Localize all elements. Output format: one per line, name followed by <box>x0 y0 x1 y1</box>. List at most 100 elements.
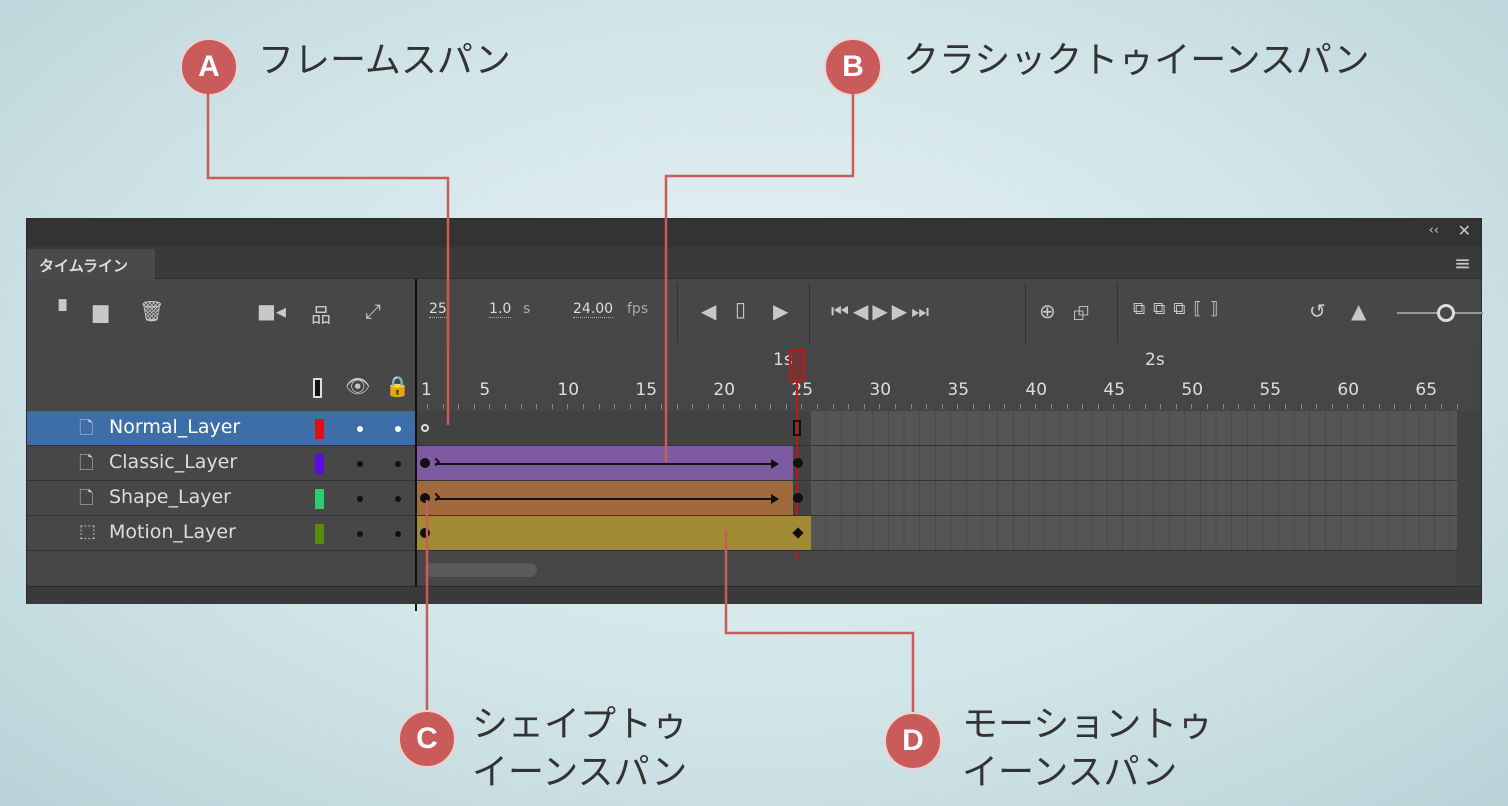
lock-dot[interactable] <box>395 496 401 502</box>
ruler-tick <box>926 404 928 409</box>
keyframe[interactable] <box>793 458 804 468</box>
ruler-tick <box>676 404 678 409</box>
lock-dot[interactable] <box>395 461 401 467</box>
frame-row[interactable] <box>417 446 1457 481</box>
empty-frames <box>811 516 1457 550</box>
eye-icon[interactable]: 👁 <box>345 374 371 398</box>
horizontal-scrollbar[interactable] <box>417 551 1457 586</box>
ruler-tick <box>1207 404 1208 409</box>
layer-row[interactable]: ⬚ Motion_Layer <box>27 516 415 551</box>
playhead-handle[interactable] <box>789 349 805 381</box>
lock-dot[interactable] <box>395 426 401 432</box>
layer-name[interactable]: Classic_Layer <box>109 451 238 473</box>
fps-field[interactable]: 24.00 <box>573 301 614 318</box>
layer-header: 👁 🔒 <box>27 346 415 411</box>
tab-timeline[interactable]: タイムライン <box>27 249 155 279</box>
outline-icon[interactable] <box>313 378 322 398</box>
layer-color-swatch[interactable] <box>315 524 324 544</box>
ruler-tick <box>1144 404 1146 409</box>
layer-name[interactable]: Normal_Layer <box>109 416 241 438</box>
keyframe[interactable] <box>420 493 430 503</box>
prev-keyframe-icon[interactable]: ◀ <box>701 299 717 323</box>
close-icon[interactable]: ✕ <box>1457 221 1471 240</box>
new-folder-icon[interactable]: ▆ <box>93 299 109 323</box>
tween-arrow <box>435 463 778 465</box>
callout-c-label-2: イーンスパン <box>472 752 688 793</box>
ruler-tick <box>598 404 600 409</box>
elapsed-time-field[interactable]: 1.0 <box>489 301 512 318</box>
layer-row[interactable]: 🗋 Normal_Layer <box>27 411 415 446</box>
layer-scroll-area <box>27 551 415 586</box>
layer-color-swatch[interactable] <box>315 454 324 474</box>
camera-icon[interactable]: ■◂ <box>257 299 286 323</box>
keyframe-icon[interactable]: ▯ <box>735 297 747 321</box>
visibility-dot[interactable] <box>357 496 363 502</box>
trash-icon[interactable]: 🗑 <box>139 299 165 323</box>
center-frame-icon[interactable]: ⊕ <box>1039 299 1056 323</box>
current-frame-field[interactable]: 25 <box>429 301 447 318</box>
ruler-tick <box>473 404 475 409</box>
ruler-tick <box>567 404 569 409</box>
parent-view-icon[interactable]: 品 <box>311 303 331 327</box>
zoom-out-icon[interactable]: ▲ <box>1351 299 1367 323</box>
ruler-tick <box>863 404 865 409</box>
frame-row[interactable] <box>417 411 1457 446</box>
visibility-dot[interactable] <box>357 461 363 467</box>
collapse-icon[interactable]: ‹‹ <box>1428 223 1439 238</box>
scrollbar-thumb[interactable] <box>425 563 537 577</box>
zoom-slider-handle[interactable] <box>1437 304 1455 322</box>
ruler-tick <box>629 404 631 409</box>
next-keyframe-icon[interactable]: ▶ <box>773 299 789 323</box>
ruler-tick <box>770 404 772 409</box>
visibility-dot[interactable] <box>357 531 363 537</box>
ruler-tick <box>1363 404 1364 409</box>
ruler-tick <box>458 404 460 409</box>
layer-icon: 🗋 <box>79 488 94 509</box>
keyframe[interactable] <box>420 458 430 468</box>
frame-number: 10 <box>557 380 580 400</box>
callout-c-badge: C <box>398 710 456 768</box>
frame-row[interactable] <box>417 516 1457 551</box>
keyframe[interactable] <box>793 493 804 503</box>
timeline-toolbar: ▝ ▆ 🗑 ■◂ 品 ⤢ 25 1.0 s 24.00 fps ◀ ▯ ▶ ⏮◀… <box>27 279 1483 611</box>
ruler-tick <box>1347 404 1349 409</box>
undo-icon[interactable]: ↺ <box>1309 299 1326 323</box>
layer-name[interactable]: Shape_Layer <box>109 486 231 508</box>
new-layer-icon[interactable]: ▝ <box>51 299 67 323</box>
layer-color-swatch[interactable] <box>315 419 324 439</box>
motion-tween-span[interactable] <box>417 516 811 550</box>
ruler-tick <box>614 404 616 409</box>
fps-unit: fps <box>627 301 649 317</box>
loop-icon[interactable]: ⮺ <box>1073 301 1090 325</box>
time-marker-1s: 1s <box>773 350 793 370</box>
layer-name[interactable]: Motion_Layer <box>109 521 236 543</box>
ruler-tick <box>1331 404 1333 409</box>
frame-row[interactable] <box>417 481 1457 516</box>
layer-depth-icon[interactable]: ⤢ <box>365 299 381 323</box>
playback-controls-icon[interactable]: ⏮◀▶▶⏭ <box>831 299 934 323</box>
ruler-tick <box>707 404 709 409</box>
frame-number: 30 <box>869 380 892 400</box>
layer-row[interactable]: 🗋 Shape_Layer <box>27 481 415 516</box>
playhead-line[interactable] <box>796 381 798 559</box>
frame-number: 5 <box>479 380 491 400</box>
frame-number: 35 <box>947 380 970 400</box>
lock-dot[interactable] <box>395 531 401 537</box>
layer-row[interactable]: 🗋 Classic_Layer <box>27 446 415 481</box>
layer-color-swatch[interactable] <box>315 489 324 509</box>
tween-arrow-head <box>771 494 780 504</box>
panel-menu-icon[interactable]: ≡ <box>1454 251 1471 275</box>
onion-skin-icons[interactable]: ⧉⧉⧉⟦⟧ <box>1133 299 1227 319</box>
ruler-tick <box>551 404 553 409</box>
ruler-tick <box>645 404 647 409</box>
timeline-panel: ‹‹ ✕ タイムライン ≡ ▝ ▆ 🗑 ■◂ 品 ⤢ 25 1.0 s 24.0… <box>26 218 1483 611</box>
visibility-dot[interactable] <box>357 426 363 432</box>
callout-c-label-1: シェイプトゥ <box>472 704 689 745</box>
empty-keyframe[interactable] <box>421 424 429 432</box>
ruler-tick <box>1316 404 1318 409</box>
ruler-tick <box>1269 404 1271 409</box>
lock-icon[interactable]: 🔒 <box>385 374 410 398</box>
ruler-tick <box>1160 404 1162 409</box>
keyframe[interactable] <box>420 528 430 538</box>
